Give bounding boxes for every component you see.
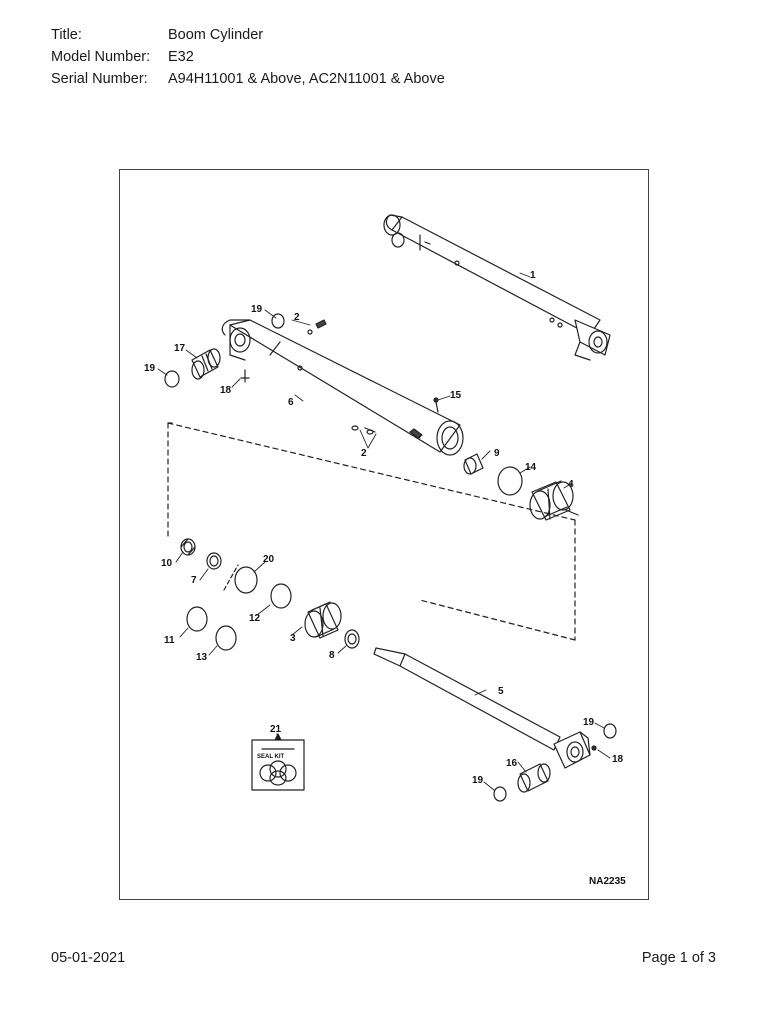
- callout-16: 16: [506, 758, 518, 769]
- serial-value: A94H11001 & Above, AC2N11001 & Above: [168, 71, 445, 87]
- callout-7: 7: [191, 575, 197, 586]
- part-14-oring: [497, 466, 523, 496]
- part-19-oring-upper: [271, 313, 285, 329]
- part-3-gland: [304, 601, 342, 639]
- part-20-oring: [234, 566, 258, 594]
- callout-13: 13: [196, 652, 208, 663]
- explode-line-left: [167, 422, 576, 641]
- part-12-ring: [270, 583, 292, 609]
- callout-19-left: 19: [144, 363, 156, 374]
- callout-19-upper: 19: [251, 304, 263, 315]
- model-label: Model Number:: [51, 49, 151, 65]
- part-19-oring-left: [164, 370, 180, 388]
- callout-9: 9: [494, 448, 500, 459]
- callout-15: 15: [450, 390, 462, 401]
- part-13-ring: [215, 625, 237, 651]
- part-18-zerk-rod: [591, 745, 597, 751]
- grease-fittings: [240, 319, 439, 413]
- leader-lines: [157, 272, 611, 791]
- callout-2-upper: 2: [294, 312, 300, 323]
- title-label: Title:: [51, 27, 82, 43]
- callout-14: 14: [525, 462, 537, 473]
- callout-8: 8: [329, 650, 335, 661]
- callout-3: 3: [290, 633, 296, 644]
- part-10-seal: [180, 538, 196, 556]
- part-19-oring-bottom: [493, 786, 507, 802]
- callout-12: 12: [249, 613, 261, 624]
- callout-19-bottom: 19: [472, 775, 484, 786]
- explode-line-rings: [223, 564, 239, 591]
- model-value: E32: [168, 49, 194, 65]
- seal-kit-label: SEAL KIT: [257, 754, 285, 760]
- callout-18-upper: 18: [220, 385, 232, 396]
- callout-17: 17: [174, 343, 186, 354]
- footer-date: 05-01-2021: [51, 950, 126, 966]
- callout-2-lower: 2: [361, 448, 367, 459]
- exploded-view-diagram: SEAL KIT: [144, 214, 626, 887]
- callout-6: 6: [288, 397, 294, 408]
- part-16-bushing: [517, 763, 551, 793]
- part-9-nut: [463, 453, 484, 475]
- part-8-wiper-inner: [347, 633, 357, 645]
- callout-18-lower: 18: [612, 754, 624, 765]
- footer-page-number: Page 1 of 3: [641, 950, 716, 966]
- part-17-bushing: [191, 348, 221, 380]
- callout-4: 4: [568, 479, 574, 490]
- part-21-seal-kit: [251, 733, 305, 791]
- callout-5: 5: [498, 686, 504, 697]
- callout-1: 1: [530, 270, 536, 281]
- part-6-cylinder-tube: [221, 319, 464, 456]
- drawing-number: NA2235: [589, 876, 626, 887]
- part-5-rod: [373, 647, 591, 769]
- part-8-wiper: [344, 629, 360, 649]
- part-1-barrel: [383, 214, 611, 361]
- part-7-ring: [206, 552, 222, 570]
- serial-label: Serial Number:: [51, 71, 148, 87]
- part-11-ring: [186, 606, 208, 632]
- callout-11: 11: [164, 635, 175, 646]
- explode-line-right: [419, 599, 576, 641]
- callout-20: 20: [263, 554, 275, 565]
- callout-21: 21: [270, 724, 282, 735]
- part-4-piston: [529, 480, 579, 521]
- callout-19-rod: 19: [583, 717, 595, 728]
- callout-10: 10: [161, 558, 173, 569]
- part-7-ring-inner: [209, 555, 219, 567]
- title-value: Boom Cylinder: [168, 27, 264, 43]
- part-19-oring-rod: [603, 723, 617, 739]
- parts-diagram-frame: SEAL KIT: [119, 169, 649, 900]
